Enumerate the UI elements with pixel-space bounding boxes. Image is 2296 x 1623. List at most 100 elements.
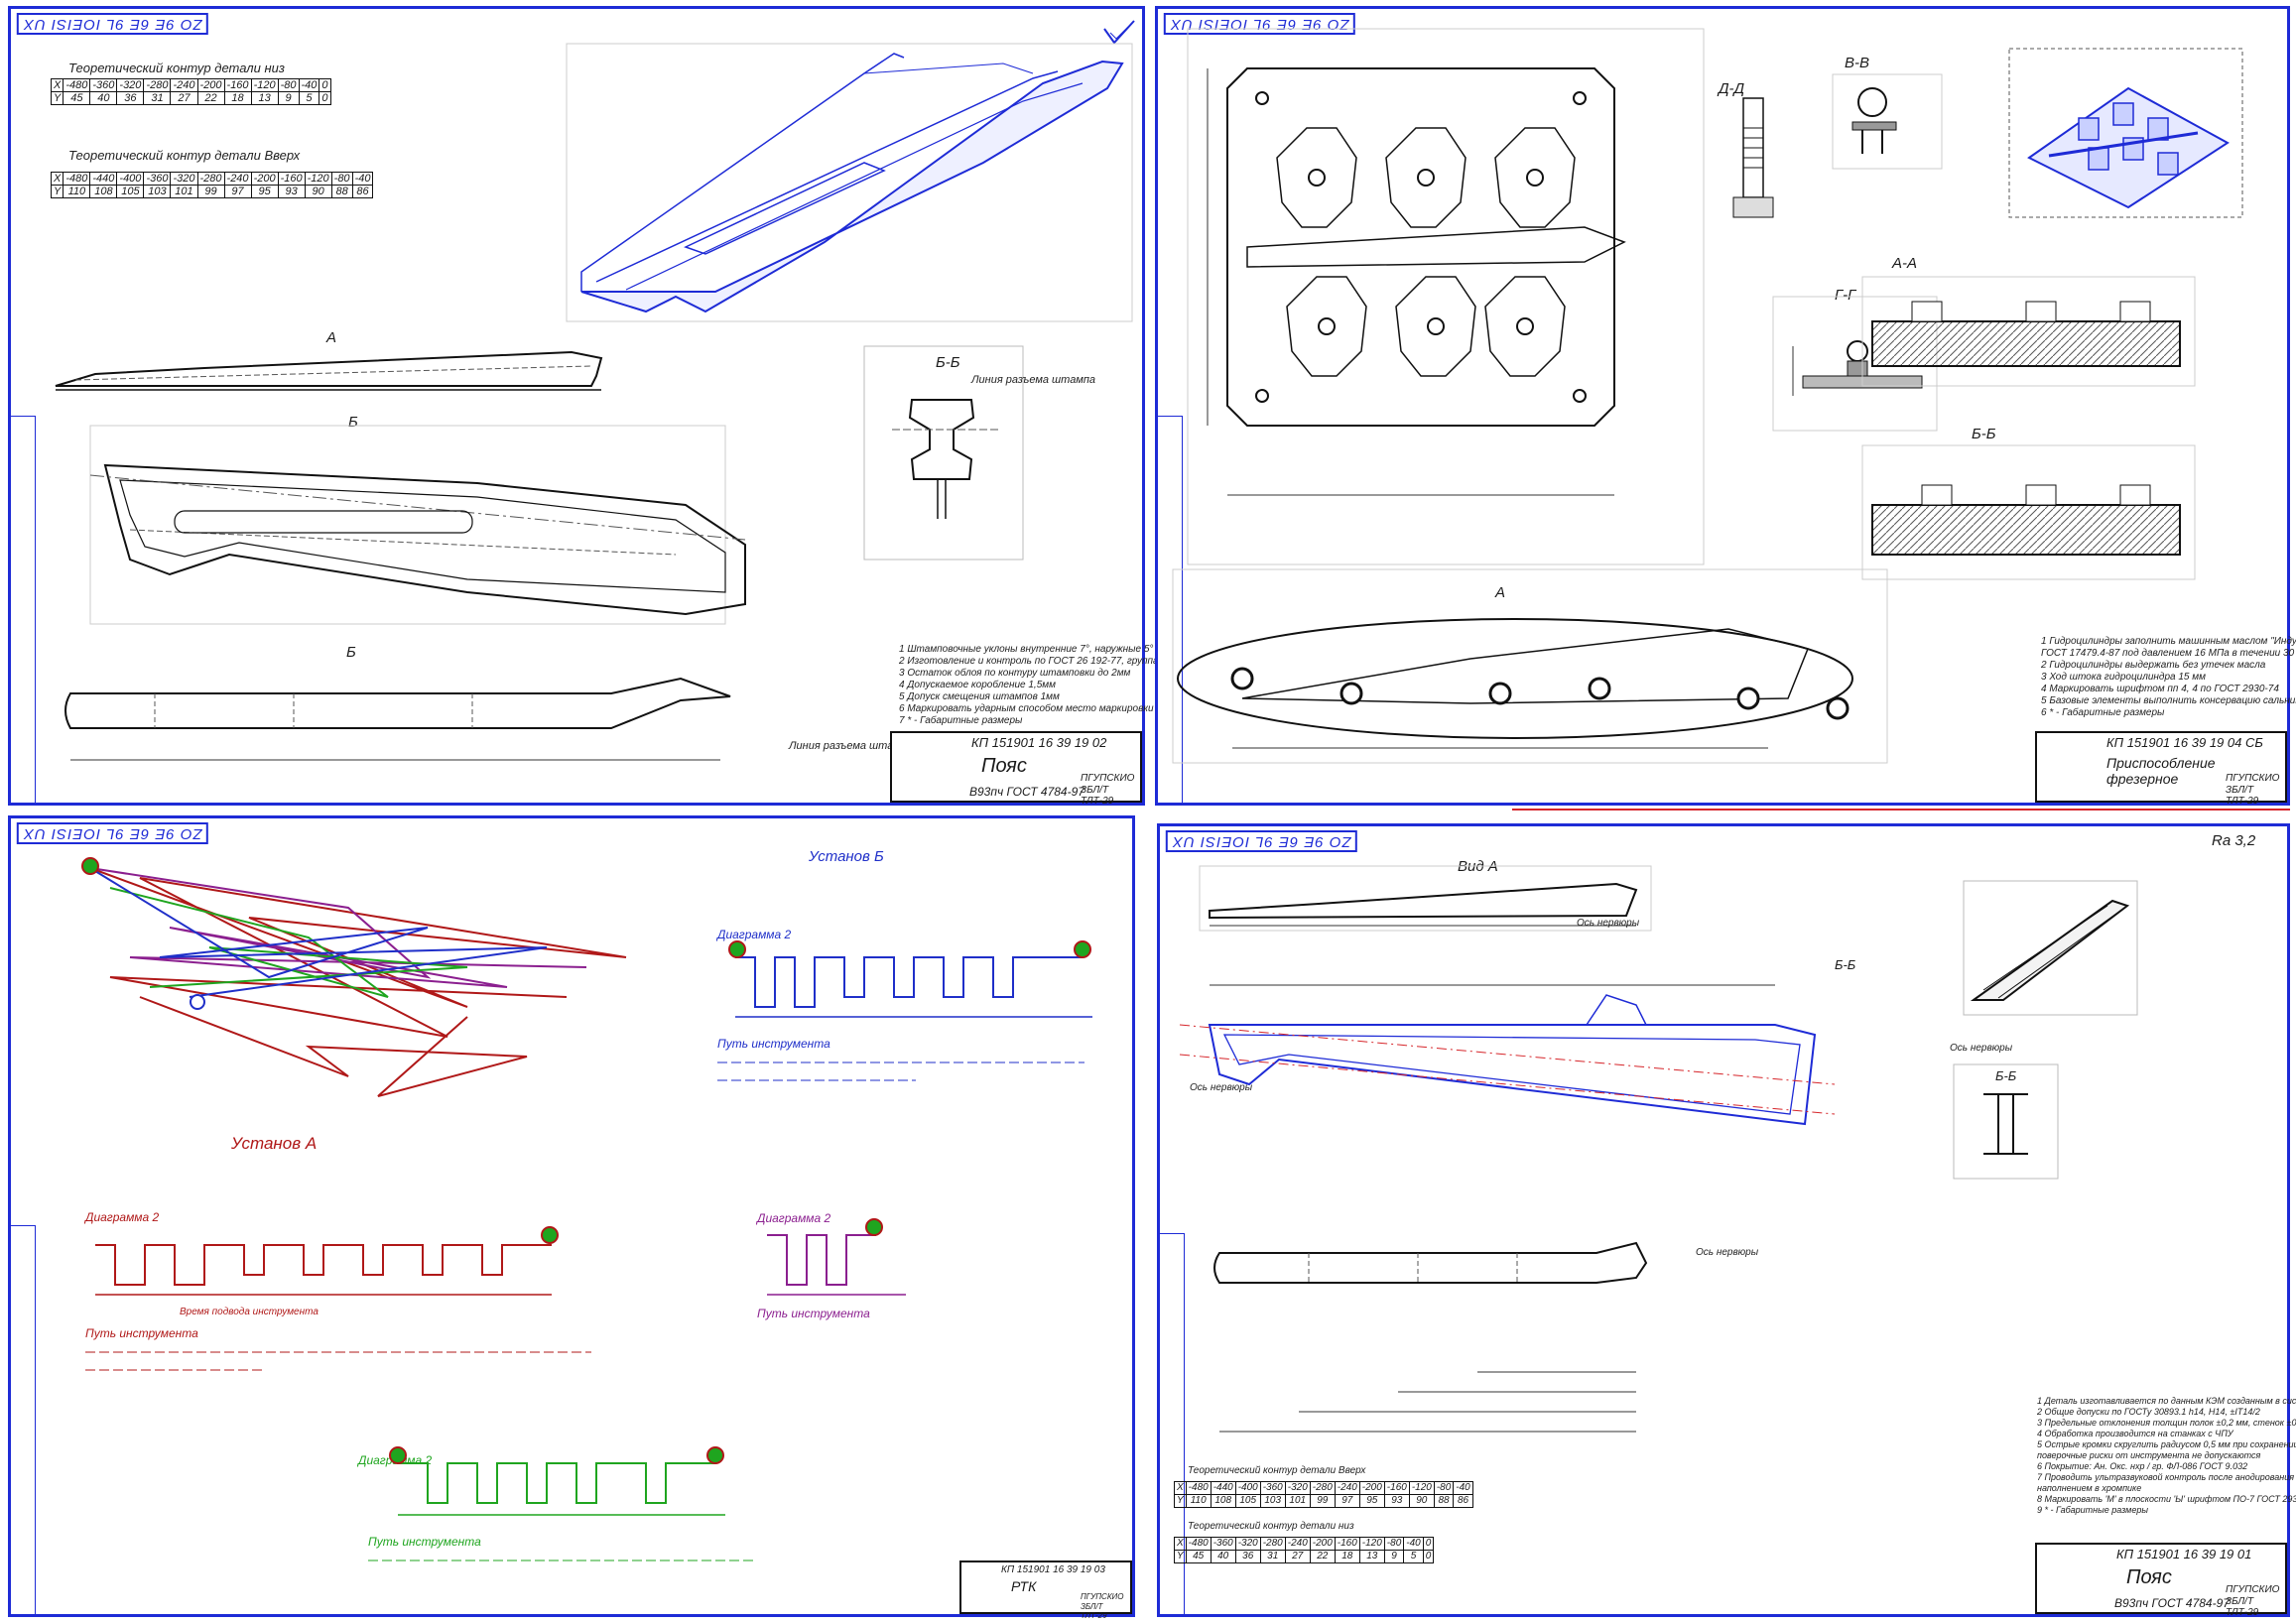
doc-code: КП 151901 16 39 19 03 [1001,1564,1105,1575]
table-cell: 99 [1309,1494,1336,1508]
table-cell: Y [50,91,64,105]
note-line: 2 Изготовление и контроль по ГОСТ 26 192… [899,656,1215,667]
table-cell: 5 [298,91,320,105]
table-cell: -200 [1309,1537,1336,1551]
table-cell: X [1174,1481,1187,1495]
doc-code: КП 151901 16 39 19 01 [2116,1547,2252,1561]
table-cell: -240 [1334,1481,1360,1495]
table-cell: -40 [1403,1537,1424,1551]
table-cell: -280 [1309,1481,1336,1495]
table-cell: -400 [116,172,145,186]
section-dd [1732,97,1774,218]
setup-a-path-label: Путь инструмента [85,1326,198,1340]
table-cell: 108 [1210,1494,1236,1508]
table2-title: Теоретический контур детали низ [1188,1521,1354,1532]
organization: ПГУПСКИО [1081,1592,1124,1601]
section-bb-frame [1953,1063,2059,1180]
table1-title: Теоретический контур детали низ [68,61,285,75]
technical-notes: 1 Штамповочные уклоны внутренние 7°, нар… [899,644,1215,727]
note-line: 3 Ход штока гидроцилиндра 15 мм [2041,672,2206,683]
table-cell: 105 [1234,1494,1261,1508]
setup-a-cycle-label: Диаграмма 2 [85,1210,160,1224]
setup-a-title: Установ А [231,1134,318,1153]
table-cell: -360 [1259,1481,1286,1495]
setup-purple-cycle-label: Диаграмма 2 [757,1211,831,1225]
table-cell: 18 [1334,1550,1360,1563]
title-block: КП 151901 16 39 19 04 СБ Приспособление … [2035,731,2287,807]
view-aa-label: А-А [1892,255,1918,272]
part-name: Приспособление фрезерное [2106,755,2216,787]
table-cell: -160 [223,78,252,92]
table-cell: 45 [1185,1550,1212,1563]
side-strip [10,1225,36,1616]
setup-b-path-label: Путь инструмента [717,1037,830,1051]
table-cell: 22 [196,91,225,105]
sheet-pojas-machined: ZO 9E 6E 9L IOEISI UX Ra 3,2 Вид А Ось н… [1157,823,2296,1618]
table-cell: -40 [351,172,374,186]
table-cell: -320 [1284,1481,1311,1495]
setup-a-zone-label: Время подвода инструмента [180,1307,319,1317]
setup-b-cycle-diagram [728,940,1092,1018]
table-cell: 110 [1185,1494,1212,1508]
section-mark-top: Б [348,414,358,431]
table-cell: 88 [330,185,353,198]
table-cell: 88 [1433,1494,1455,1508]
group: ЗБЛ/Т ТЛТ-29 [2226,1596,2259,1618]
table-cell: -480 [63,172,91,186]
table-cell: -160 [1334,1537,1360,1551]
group: ЗБЛ/Т ТЛТ-29 [1081,1602,1107,1620]
table-cell: 99 [196,185,225,198]
note-line: 5 Базовые элементы выполнить консервацию… [2041,695,2296,706]
note-line: 7 Проводить ультразвуковой контроль посл… [2037,1472,2296,1482]
table-cell: 95 [250,185,279,198]
view-bb-label: Б-Б [1972,426,1996,442]
sheet-stamp: ZO 9E 6E 9L IOEISI UX [17,13,208,35]
table-cell: -200 [1358,1481,1385,1495]
table-cell: -200 [196,78,225,92]
table-cell: X [1174,1537,1187,1551]
sheet-stamp: ZO 9E 6E 9L IOEISI UX [1166,830,1357,852]
table-cell: -240 [1284,1537,1311,1551]
view-a-label: А [1495,584,1506,601]
section-bb-title: Б-Б [1995,1068,2017,1083]
machined-side-view [1199,865,1652,932]
section-mark-b: Б-Б [1835,957,1856,972]
table-cell: 0 [1422,1550,1435,1563]
table-cell: 27 [170,91,198,105]
table-cell: 0 [319,91,331,105]
table-cell: 90 [1408,1494,1435,1508]
table-cell: -80 [330,172,353,186]
parting-line-note: Линия разъема штампа [789,740,914,752]
table-cell: 101 [1284,1494,1311,1508]
setup-b-cycle-label: Диаграмма 2 [717,928,792,941]
part-name: Пояс [2126,1566,2172,1588]
note-line: 2 Общие допуски по ГОСТу 30893.1 h14, H1… [2037,1407,2260,1417]
note-line: 4 Допускаемое коробление 1,5мм [899,680,1056,690]
table-cell: -280 [196,172,225,186]
side-strip [10,416,36,805]
machined-isometric-view [1963,880,2138,1016]
table-cell: 13 [250,91,279,105]
axis-label-bottom: Ось нервюры [1696,1247,1759,1258]
section-bb-frame [863,345,1024,561]
note-line: ГОСТ 17479.4-87 под давлением 16 МПа в т… [2041,648,2296,659]
setup-b-title: Установ Б [809,848,884,865]
table-cell: -80 [1383,1537,1405,1551]
setup-green-path-label: Путь инструмента [368,1535,481,1549]
section-axis-label: Ось нервюры [1950,1043,2013,1054]
table-cell: 36 [1234,1550,1261,1563]
red-separator-line [1512,809,2290,811]
machined-plan-view [1179,984,1836,1126]
table-cell: 13 [1358,1550,1385,1563]
view-gg-label: Г-Г [1835,287,1856,304]
note-line: 9 * - Габаритные размеры [2037,1505,2148,1515]
side-strip [1159,1233,1185,1616]
section-bb [1861,444,2196,580]
machined-bottom-view [1213,1241,1648,1433]
table-cell: 86 [351,185,374,198]
organization: ПГУПСКИО [1081,773,1135,784]
note-line: 3 Предельные отклонения толщин полок ±0,… [2037,1418,2296,1428]
sheet-pojas-forging: ZO 9E 6E 9L IOEISI UX Теоретический конт… [8,6,1215,807]
table-cell: -200 [250,172,279,186]
